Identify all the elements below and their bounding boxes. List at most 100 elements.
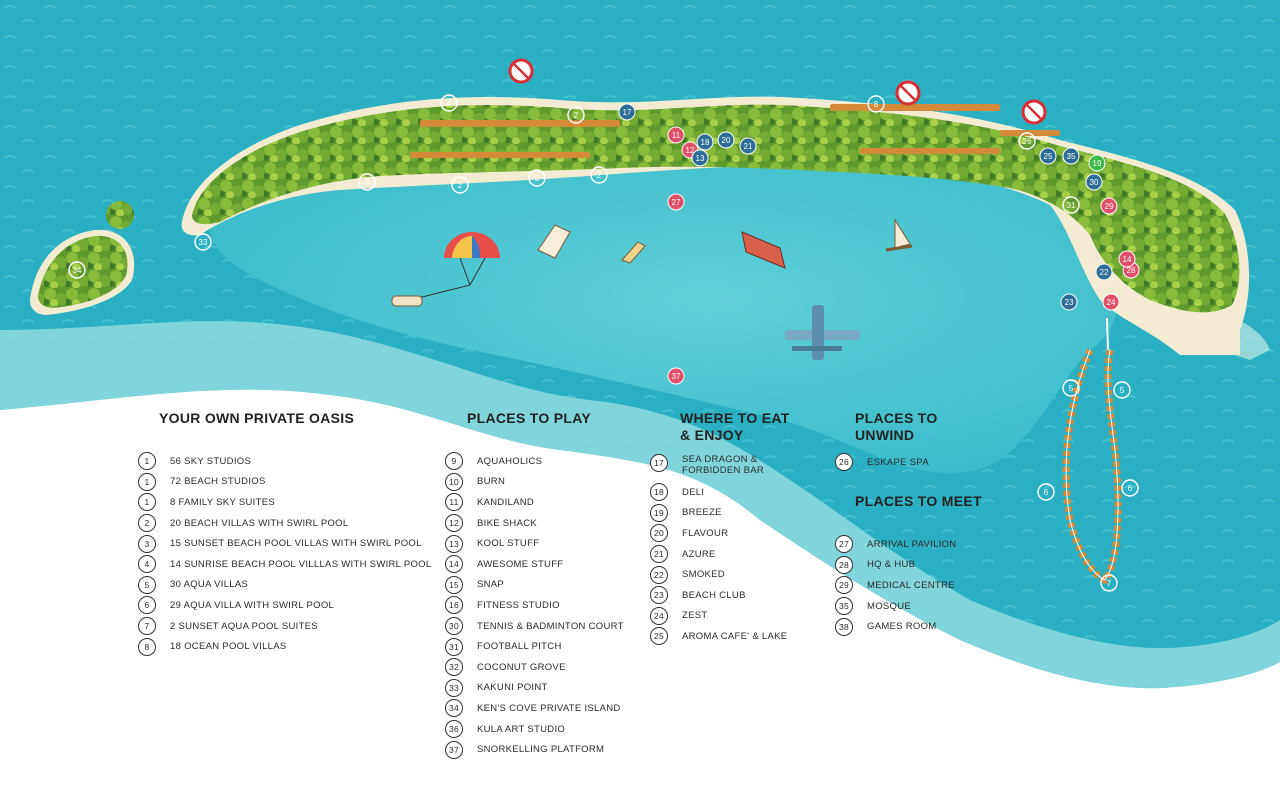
map-marker: 26 bbox=[1018, 132, 1036, 150]
legend-item: 414 SUNRISE BEACH POOL VILLLAS with SWIR… bbox=[138, 554, 431, 575]
lagoon bbox=[210, 156, 1119, 474]
legend-title: PLACES TO MEET bbox=[855, 493, 982, 509]
map-marker-number: 8 bbox=[874, 100, 879, 109]
map-marker: 3 bbox=[358, 173, 376, 191]
map-marker: 2 bbox=[567, 106, 585, 124]
legend-item: 7 2 SUNSET AQUA POOL SUITES bbox=[138, 616, 431, 637]
legend-number-badge: 8 bbox=[138, 637, 156, 656]
legend-item-label: BREEZE bbox=[682, 507, 722, 519]
legend-item: 25 AROMA CAFE' & LAKE bbox=[650, 626, 790, 647]
legend-number-badge: 7 bbox=[138, 617, 156, 636]
map-marker-number: 11 bbox=[672, 131, 681, 140]
legend-item-label: AWESOME STUFF bbox=[477, 558, 564, 570]
legend-number-badge: 16 bbox=[445, 596, 463, 615]
map-marker-circle bbox=[358, 173, 376, 191]
map-marker: 6 bbox=[1037, 483, 1055, 501]
legend-title-line: WHERE TO EAT bbox=[680, 410, 790, 426]
legend-item-label: HQ & HUB bbox=[867, 559, 916, 571]
map-marker-number: 2 bbox=[597, 171, 602, 180]
map-marker-number: 12 bbox=[686, 146, 695, 155]
legend-item-label: 29 AQUA VILLA with SWIRL POOL bbox=[170, 599, 335, 611]
map-marker-number: 27 bbox=[672, 198, 681, 207]
yacht-icon bbox=[537, 224, 571, 259]
map-marker-number: 20 bbox=[722, 136, 731, 145]
jetty bbox=[1106, 317, 1109, 351]
legend-number-badge: 18 bbox=[650, 483, 668, 502]
map-marker-circle bbox=[1085, 173, 1103, 191]
legend-number-badge: 4 bbox=[138, 555, 156, 574]
legend-item-label: MOSQUE bbox=[867, 600, 912, 612]
legend-number-badge: 6 bbox=[138, 596, 156, 615]
legend-item-label: 72 BEACH STUDIOS bbox=[170, 476, 266, 488]
legend-item-label: TENNIS & BADMINTON COURT bbox=[477, 620, 624, 632]
map-marker-circle bbox=[1039, 147, 1057, 165]
map-marker-circle bbox=[696, 133, 714, 151]
legend-number-badge: 1 bbox=[138, 452, 156, 471]
legend-item-label: KANDILAND bbox=[477, 496, 535, 508]
map-marker: 22 bbox=[1095, 263, 1113, 281]
speedboat-icon bbox=[391, 295, 423, 307]
map-marker-circle bbox=[667, 126, 685, 144]
map-marker: 30 bbox=[1085, 173, 1103, 191]
map-marker-circle bbox=[691, 149, 709, 167]
map-marker-number: 4 bbox=[447, 99, 452, 108]
ferry-icon bbox=[741, 231, 786, 269]
map-marker-number: 18 bbox=[701, 138, 710, 147]
legend-item-label: 8 FAMILY SKY SUITES bbox=[170, 496, 275, 508]
legend-title-line: UNWIND bbox=[855, 427, 915, 443]
reef-shallows bbox=[0, 321, 1280, 689]
legend-item-label: 18 OCEAN POOL VILLAS bbox=[170, 641, 287, 653]
map-marker-circle bbox=[1062, 147, 1080, 165]
water-villas bbox=[1062, 348, 1122, 585]
legend-number-badge: 23 bbox=[650, 586, 668, 605]
legend-number-badge: 32 bbox=[445, 658, 463, 677]
legend-number-badge: 19 bbox=[650, 503, 668, 522]
map-marker-number: 6 bbox=[1128, 484, 1133, 493]
legend-item-label: SMOKED bbox=[682, 569, 725, 581]
map-marker-circle bbox=[528, 169, 546, 187]
legend-title-line: & ENJOY bbox=[680, 427, 744, 443]
legend-item-label: DELI bbox=[682, 486, 705, 498]
map-marker: 8 bbox=[867, 95, 885, 113]
map-marker-number: 34 bbox=[73, 266, 82, 275]
map-marker: 18 bbox=[696, 133, 714, 151]
legend-number-badge: 25 bbox=[650, 627, 668, 646]
legend-item-label: 15 SUNSET BEACH POOL VILLAS with SWIRL P… bbox=[170, 538, 422, 550]
kens-cove-jungle bbox=[38, 235, 128, 308]
map-marker: 2 bbox=[451, 176, 469, 194]
map-marker-circle bbox=[1060, 293, 1078, 311]
map-marker: 14 bbox=[1118, 250, 1136, 268]
seaplane-icon bbox=[785, 305, 860, 360]
legend-item-label: AROMA CAFE' & LAKE bbox=[682, 630, 788, 642]
map-marker-number: 37 bbox=[672, 372, 681, 381]
legend-title: YOUR OWN PRIVATE OASIS bbox=[159, 410, 355, 426]
map-marker-number: 23 bbox=[1065, 298, 1074, 307]
legend-item: 8 18 OCEAN POOL VILLAS bbox=[138, 636, 431, 657]
legend-item-label: 2 SUNSET AQUA POOL SUITES bbox=[170, 620, 318, 632]
